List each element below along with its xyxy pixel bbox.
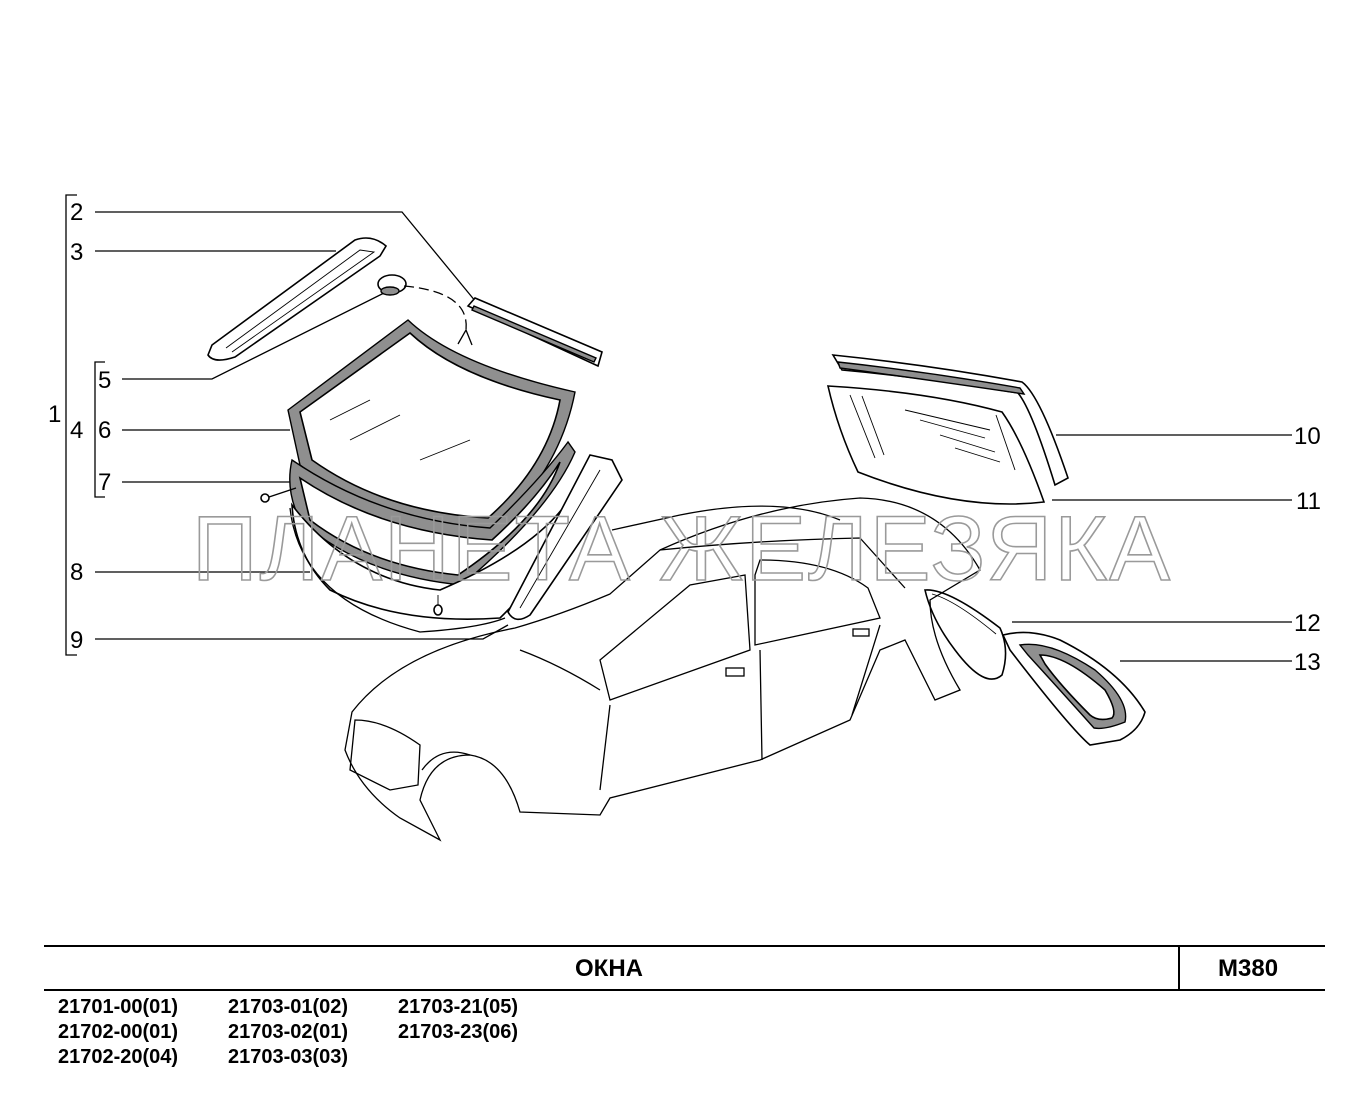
group-bracket-4 [94,361,105,498]
pillar-trim [507,454,623,621]
model-code: 21703-01(02) [228,996,349,1018]
callout-5: 5 [98,367,111,394]
callout-2: 2 [70,199,83,226]
model-code: 21703-02(01) [228,1021,349,1043]
part-5-clip [377,274,473,346]
leader-lines [95,211,1292,662]
callout-10: 10 [1294,423,1321,450]
model-code: 21703-23(06) [398,1021,519,1043]
model-list: 21701-00(01) 21703-01(02) 21703-21(05) 2… [58,996,568,1071]
title-block-top-rule [44,945,1325,947]
watermark: ПЛАНЕТА ЖЕЛЕЗЯКА [192,498,1172,600]
model-code: 21703-03(03) [228,1046,349,1068]
model-code: 21702-00(01) [58,1021,179,1043]
callout-11: 11 [1296,488,1321,515]
callout-9: 9 [70,627,83,654]
page-code: M380 [1218,955,1279,982]
windows-exploded-diagram: 1 2 3 4 5 6 7 8 9 10 11 12 13 ПЛАНЕТА ЖЕ… [48,194,1321,842]
callout-7: 7 [98,469,111,496]
part-2-seal [466,297,603,368]
page-title: ОКНА [575,955,643,982]
model-code: 21703-21(05) [398,996,519,1018]
callout-numbers: 1 2 3 4 5 6 7 8 9 10 11 12 13 [48,199,1321,676]
callout-12: 12 [1294,610,1321,637]
callout-8: 8 [70,559,83,586]
title-block-bottom-rule [44,989,1325,991]
part-13-side-seal [1001,631,1146,746]
title-block-divider [1178,945,1180,991]
callout-3: 3 [70,239,83,266]
model-code: 21701-00(01) [58,996,179,1018]
callout-13: 13 [1294,649,1321,676]
group-bracket-1 [65,194,77,656]
part-11-rear-glass [826,385,1046,505]
part-9-windshield [289,507,506,633]
car-body-outline [344,497,981,842]
model-code: 21702-20(04) [58,1046,179,1068]
callout-1: 1 [48,401,61,428]
part-10-rear-seal [831,354,1069,487]
part-12-side-glass [924,589,1007,680]
callout-6: 6 [98,417,111,444]
callout-4: 4 [70,417,83,444]
part-3-moulding [207,237,388,361]
